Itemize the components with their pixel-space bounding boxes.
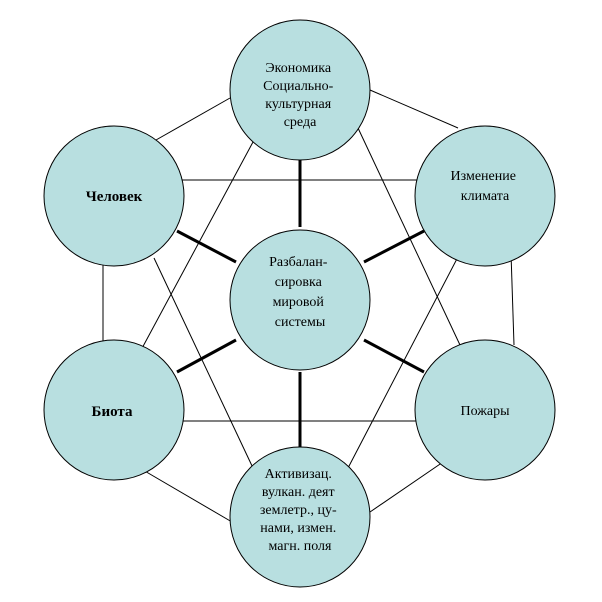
edge-volcanic-biota <box>142 469 233 523</box>
node-center-label-4: системы <box>275 315 326 330</box>
svg-text:Биота: Биота <box>92 404 133 420</box>
node-economy-label-2: Социально- <box>263 79 334 94</box>
svg-text:Активизац. вулкан. деят: Активизац. вулкан. деят землетр., цу- на… <box>260 467 340 554</box>
node-volcanic-label-2: вулкан. деят <box>262 485 335 500</box>
node-economy-circle <box>229 19 371 161</box>
node-climate-label-1: Изменение <box>451 169 516 184</box>
svg-text:Изменение климата: Изменение климата <box>451 169 520 204</box>
node-center: Разбалан- сировка мировой системы <box>229 229 371 371</box>
svg-text:Разбалан- сировка: Разбалан- сировка мировой системы <box>269 255 331 330</box>
spoke-fires <box>363 338 425 374</box>
node-biota-circle <box>43 339 185 481</box>
node-center-label-3: мировой <box>273 295 325 310</box>
spoke-edges <box>176 158 425 450</box>
svg-text:Пожары: Пожары <box>460 404 510 419</box>
edge-economy-biota <box>139 141 254 353</box>
edge-climate-fires <box>510 252 515 346</box>
edge-human-volcanic <box>153 257 254 469</box>
node-climate-label-2: климата <box>461 189 510 204</box>
node-human-circle <box>43 125 185 267</box>
node-climate-circle <box>414 125 556 267</box>
diagonal-edges <box>139 127 461 469</box>
spoke-biota <box>176 338 237 374</box>
node-volcanic-label-5: магн. поля <box>269 539 333 554</box>
edge-economy-climate <box>369 89 459 129</box>
node-volcanic: Активизац. вулкан. деят землетр., цу- на… <box>229 446 371 588</box>
node-volcanic-label-4: нами, измен. <box>260 521 336 536</box>
node-biota: Биота <box>43 339 185 481</box>
spoke-climate <box>363 229 425 264</box>
node-volcanic-circle <box>229 446 371 588</box>
node-fires-label: Пожары <box>460 404 510 419</box>
node-economy-label-3: культурная <box>265 97 331 112</box>
spoke-human <box>176 229 237 264</box>
node-human-label: Человек <box>86 189 143 205</box>
node-center-circle <box>229 229 371 371</box>
edge-fires-volcanic <box>369 459 447 513</box>
svg-text:Человек: Человек <box>86 189 143 205</box>
edge-economy-fires <box>357 127 461 346</box>
edge-economy-human <box>155 97 231 141</box>
node-fires: Пожары <box>414 339 556 481</box>
node-volcanic-label-1: Активизац. <box>265 467 332 482</box>
node-fires-circle <box>414 339 556 481</box>
node-human: Человек <box>43 125 185 267</box>
node-economy-label-4: среда <box>284 115 317 130</box>
node-center-label-1: Разбалан- <box>269 255 328 270</box>
node-center-label-2: сировка <box>275 275 323 290</box>
node-economy: Экономика Социально- культурная среда <box>229 19 371 161</box>
node-climate: Изменение климата <box>414 125 556 267</box>
node-biota-label: Биота <box>92 404 133 420</box>
outer-ring-edges <box>102 89 515 523</box>
node-economy-label-1: Экономика <box>265 61 332 76</box>
node-volcanic-label-3: землетр., цу- <box>260 503 337 518</box>
svg-text:Экономика Социально-: Экономика Социально- культурная среда <box>263 61 337 130</box>
